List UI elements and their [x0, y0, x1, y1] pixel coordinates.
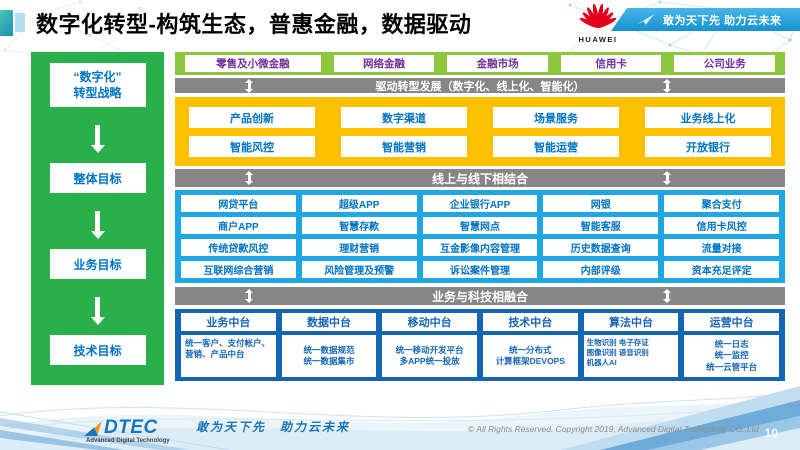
capability-box: 智能运营 [493, 136, 619, 157]
platform-header: 数据中台 [281, 313, 377, 331]
capability-box: 场景服务 [493, 107, 619, 128]
footer-slogan: 敢为天下先 助力云未来 [196, 420, 351, 434]
up-down-arrow-icon [245, 78, 253, 93]
sidebar-item-tech-goal: 技术目标 [49, 335, 146, 365]
system-box: 资本充足评定 [664, 261, 779, 278]
huawei-logo-text: HUAWEI [578, 35, 618, 44]
system-box: 智慧存款 [301, 217, 417, 234]
capabilities-section: 产品创新 数字渠道 场景服务 业务线上化 智能风控 智能营销 智能运营 开放银行 [175, 97, 785, 166]
system-box: 传统贷款风控 [181, 239, 296, 256]
up-down-arrow-icon [663, 289, 671, 303]
system-box: 网贷平台 [181, 195, 296, 212]
system-box: 网银 [543, 195, 659, 212]
capability-box: 开放银行 [645, 136, 771, 157]
system-box: 企业银行APP [422, 195, 538, 212]
platform-header: 业务中台 [181, 313, 276, 331]
sidebar-strategy-panel: “数字化” 转型战略 整体目标 业务目标 技术目标 [31, 52, 164, 385]
platform-detail: 统一移动开发平台 多APP统一投放 [382, 335, 477, 377]
platform-detail: 生物识别 电子存证 图像识别 语音识别 机器人AI [583, 335, 679, 377]
system-box: 商户APP [181, 217, 296, 234]
title-accent-square-small [15, 13, 25, 32]
adtec-arrow-icon [84, 421, 102, 436]
platforms-section: 业务中台 数据中台 移动中台 技术中台 算法中台 运营中台 统一客户、支付帐户、… [175, 309, 785, 381]
up-down-arrow-icon [663, 78, 671, 93]
sidebar-item-overall-goal: 整体目标 [49, 163, 146, 193]
capability-box: 产品创新 [189, 107, 315, 128]
system-box: 互联网综合营销 [181, 261, 296, 278]
system-box: 信用卡风控 [664, 217, 779, 234]
up-down-arrow-icon [663, 171, 671, 185]
adtec-logo: DTEC Advanced Digital Technology [84, 418, 170, 444]
paper-plane-icon [637, 13, 655, 27]
system-box: 互金影像内容管理 [422, 239, 538, 256]
huawei-logo: HUAWEI [573, 2, 623, 44]
copyright-text: © All Rights Reserved. Copyright 2019, A… [468, 424, 759, 434]
system-box: 智慧网点 [422, 217, 538, 234]
platform-header: 移动中台 [382, 313, 477, 331]
title-accent-square [0, 10, 13, 36]
system-box: 流量对接 [664, 239, 779, 256]
header-slogan-banner: 敢为天下先 助力云未来 [611, 8, 800, 31]
system-box: 超级APP [301, 195, 417, 212]
capability-box: 业务线上化 [645, 107, 771, 128]
business-line-box: 信用卡 [560, 55, 662, 72]
banner-online-offline-text: 线上与线下相结合 [431, 171, 528, 186]
system-box: 诉讼案件管理 [422, 261, 538, 278]
platform-header: 技术中台 [482, 313, 578, 331]
capability-box: 智能营销 [341, 136, 467, 157]
system-box: 内部评级 [543, 261, 659, 278]
banner-online-offline: 线上与线下相结合 [175, 169, 785, 187]
up-down-arrow-icon [245, 171, 253, 185]
capability-box: 数字渠道 [341, 107, 467, 128]
page-title: 数字化转型-构筑生态，普惠金融，数据驱动 [36, 12, 472, 37]
platform-detail: 统一日志 统一监控 统一云管平台 [684, 335, 779, 377]
sidebar-item-business-goal: 业务目标 [49, 249, 146, 279]
diagram-main: 零售及小微金融 网络金融 金融市场 信用卡 公司业务 驱动转型发展（数字化、线上… [175, 52, 785, 381]
banner-business-tech: 业务与科技相融合 [175, 287, 785, 305]
sidebar-item-strategy: “数字化” 转型战略 [49, 63, 146, 107]
platform-detail: 统一数据规范 统一数据集市 [281, 335, 377, 377]
up-down-arrow-icon [245, 289, 253, 303]
business-line-box: 公司业务 [674, 55, 775, 72]
platform-detail: 统一客户、支付帐户、营销、产品中台 [181, 335, 276, 377]
system-box: 历史数据查询 [543, 239, 659, 256]
banner-drive-transformation: 驱动转型发展（数字化、线上化、智能化） [175, 78, 785, 93]
page-number: 10 [764, 426, 778, 440]
business-line-box: 金融市场 [447, 55, 548, 72]
down-arrow-icon [95, 211, 100, 231]
systems-section: 网贷平台 超级APP 企业银行APP 网银 聚合支付 商户APP 智慧存款 智慧… [175, 190, 785, 283]
business-lines-row: 零售及小微金融 网络金融 金融市场 信用卡 公司业务 [175, 52, 785, 75]
banner-drive-text: 驱动转型发展（数字化、线上化、智能化） [375, 80, 585, 93]
business-line-box: 网络金融 [333, 55, 435, 72]
system-box: 理财营销 [301, 239, 417, 256]
system-box: 风险管理及预警 [301, 261, 417, 278]
down-arrow-icon [95, 297, 100, 317]
header-slogan-text: 敢为天下先 助力云未来 [663, 14, 782, 27]
adtec-logo-subtext: Advanced Digital Technology [86, 438, 170, 444]
platform-header: 算法中台 [583, 313, 679, 331]
platform-header: 运营中台 [684, 313, 779, 331]
banner-business-tech-text: 业务与科技相融合 [431, 289, 528, 304]
adtec-logo-text: DTEC [104, 417, 158, 438]
down-arrow-icon [95, 125, 100, 145]
system-box: 智能客服 [543, 217, 659, 234]
platform-detail: 统一分布式 计算框架DEVOPS [482, 335, 578, 377]
business-line-box: 零售及小微金融 [185, 55, 321, 72]
huawei-flower-icon [579, 3, 617, 28]
system-box: 聚合支付 [664, 195, 779, 212]
capability-box: 智能风控 [189, 136, 315, 157]
